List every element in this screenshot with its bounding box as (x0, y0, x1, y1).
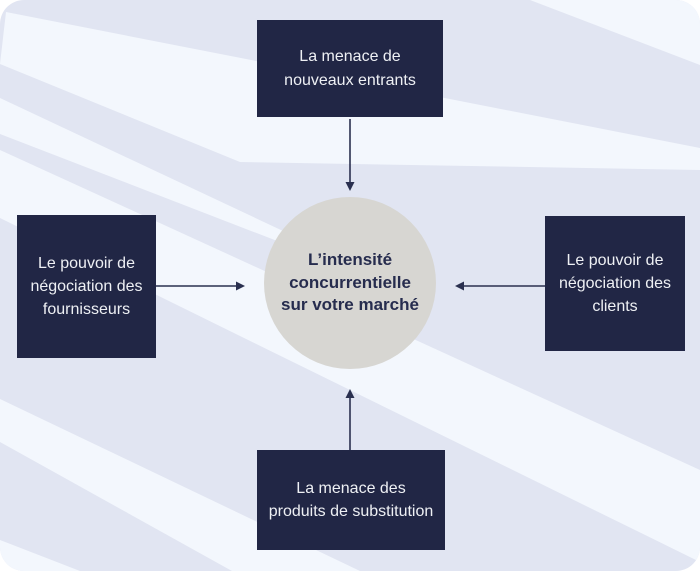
force-box-customers: Le pouvoir de négociation des clients (545, 216, 685, 351)
force-label: Le pouvoir de négociation des fournisseu… (30, 254, 143, 319)
force-box-substitutes: La menace des produits de substitution (257, 450, 445, 550)
force-label: La menace de nouveaux entrants (284, 48, 416, 89)
force-label: La menace des produits de substitution (268, 479, 434, 520)
force-box-new-entrants: La menace de nouveaux entrants (257, 20, 443, 117)
force-label: Le pouvoir de négociation des clients (558, 251, 672, 316)
ray-shape (0, 540, 80, 571)
center-label: L’intensité concurrentielle sur votre ma… (281, 249, 419, 315)
ray-shape (530, 0, 700, 65)
force-box-suppliers: Le pouvoir de négociation des fournisseu… (17, 215, 156, 358)
center-circle: L’intensité concurrentielle sur votre ma… (264, 197, 436, 369)
